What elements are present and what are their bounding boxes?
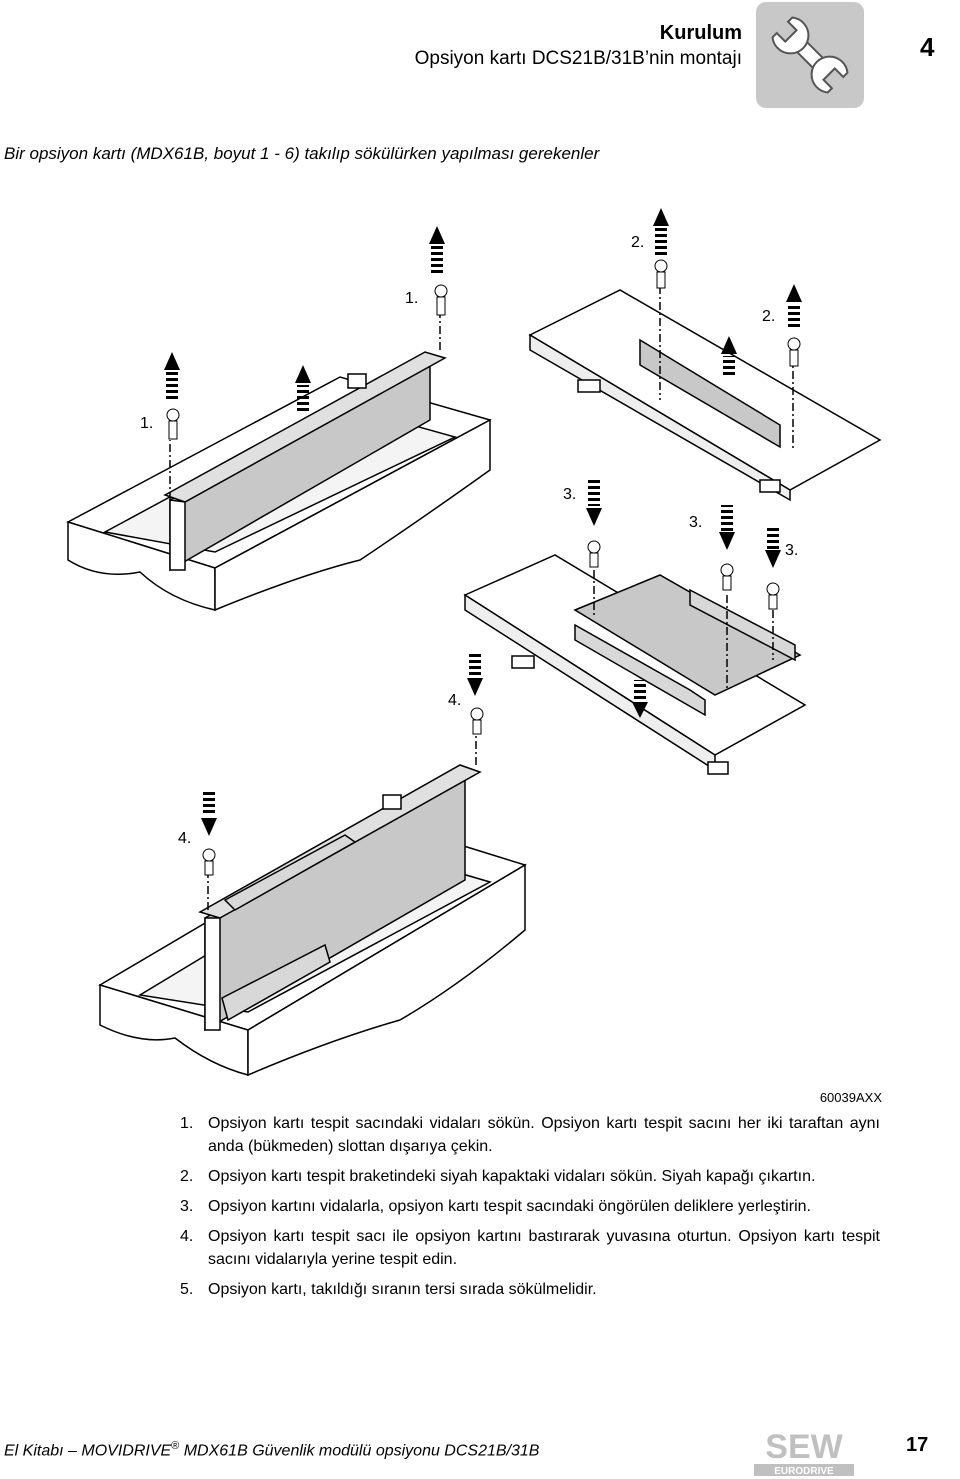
installation-figure: 1. 1. 2. 2. 3. 3. 3. 4. 4. — [66, 208, 882, 1077]
step-label-3c: 3. — [785, 542, 798, 559]
list-item: 2. Opsiyon kartı tespit braketindeki siya… — [180, 1165, 880, 1188]
header-title: Kurulum — [659, 22, 742, 44]
step-number: 5. — [180, 1281, 194, 1298]
screw-icon — [202, 707, 484, 876]
list-item: 1. Opsiyon kartı tespit sacındaki vidalar… — [180, 1112, 880, 1158]
down-arrow-icon — [201, 652, 483, 836]
page-number: 17 — [906, 1434, 929, 1456]
up-arrow-icon — [653, 208, 802, 376]
step-label-1b: 1. — [405, 290, 418, 307]
figure-code: 60039AXX — [819, 1090, 882, 1105]
step-text: Opsiyon kartı tespit sacındaki vidaları … — [208, 1115, 880, 1155]
option-card-plate-1 — [163, 300, 447, 572]
step-label-1a: 1. — [140, 415, 153, 432]
section-heading: Bir opsiyon kartı (MDX61B, boyut 1 - 6) … — [4, 144, 600, 163]
list-item: 4. Opsiyon kartı tespit sacı ile opsiyon … — [180, 1225, 880, 1271]
step-number: 4. — [180, 1228, 194, 1245]
footer-product: MDX61B Güvenlik modülü opsiyonu DCS21B/3… — [179, 1442, 540, 1460]
option-card-bracket-2 — [528, 270, 882, 502]
wrench-icon — [771, 16, 849, 94]
step-label-3a: 3. — [563, 486, 576, 503]
step-text: Opsiyon kartı, takıldığı sıranın tersi s… — [208, 1281, 597, 1298]
option-card-plate-4 — [198, 720, 482, 1032]
footer-text: El Kitabı – MOVIDRIVE® MDX61B Güvenlik m… — [4, 1440, 539, 1460]
footer-manual-title: El Kitabı – MOVIDRIVE — [4, 1442, 172, 1460]
step-number: 1. — [180, 1115, 194, 1132]
step-label-4b: 4. — [178, 830, 191, 847]
screw-icon — [166, 284, 448, 440]
list-item: 5. Opsiyon kartı, takıldığı sıranın tersi… — [180, 1278, 880, 1301]
step-label-2a: 2. — [631, 234, 644, 251]
logo-bottom: EURODRIVE — [774, 1466, 834, 1477]
logo-top: SEW — [765, 1428, 843, 1466]
up-arrow-icon — [164, 226, 445, 413]
step-label-3b: 3. — [689, 514, 702, 531]
step-text: Opsiyon kartı tespit sacı ile opsiyon ka… — [208, 1228, 880, 1268]
list-item: 3. Opsiyon kartını vidalarla, opsiyon kar… — [180, 1195, 880, 1218]
option-card-bracket-3 — [463, 554, 807, 775]
step-number: 3. — [180, 1198, 194, 1215]
sew-eurodrive-logo: SEW EURODRIVE — [754, 1428, 854, 1477]
step-label-4a: 4. — [448, 692, 461, 709]
step-text: Opsiyon kartını vidalarla, opsiyon kartı… — [208, 1198, 811, 1215]
registered-mark: ® — [171, 1440, 180, 1452]
header-subtitle: Opsiyon kartı DCS21B/31B’nin montajı — [414, 48, 742, 69]
step-number: 2. — [180, 1168, 194, 1185]
step-label-2b: 2. — [762, 308, 775, 325]
instruction-list: 1. Opsiyon kartı tespit sacındaki vidalar… — [180, 1112, 880, 1308]
screw-icon — [587, 540, 780, 610]
screw-icon — [654, 259, 801, 367]
chapter-tab — [756, 2, 864, 108]
step-text: Opsiyon kartı tespit braketindeki siyah … — [208, 1168, 816, 1185]
chapter-number: 4 — [920, 32, 935, 62]
down-arrow-icon — [586, 480, 781, 718]
